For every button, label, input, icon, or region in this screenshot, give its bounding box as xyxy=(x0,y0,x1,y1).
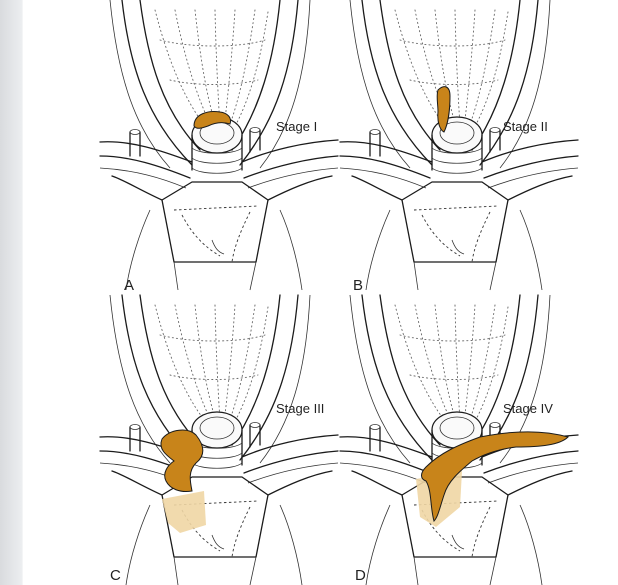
stage-label-b: Stage II xyxy=(503,119,548,134)
panel-d xyxy=(340,295,578,585)
panel-c xyxy=(100,295,338,585)
panel-letter-d: D xyxy=(355,567,366,584)
panel-letter-a: A xyxy=(124,277,134,294)
stage-label-c: Stage III xyxy=(276,401,324,416)
stage-label-d: Stage IV xyxy=(503,401,553,416)
panel-letter-b: B xyxy=(353,277,363,294)
panel-a xyxy=(100,0,338,290)
stage-label-a: Stage I xyxy=(276,119,317,134)
lesion-stage-3 xyxy=(161,430,203,491)
panel-letter-c: C xyxy=(110,567,121,584)
panel-b xyxy=(340,0,578,290)
